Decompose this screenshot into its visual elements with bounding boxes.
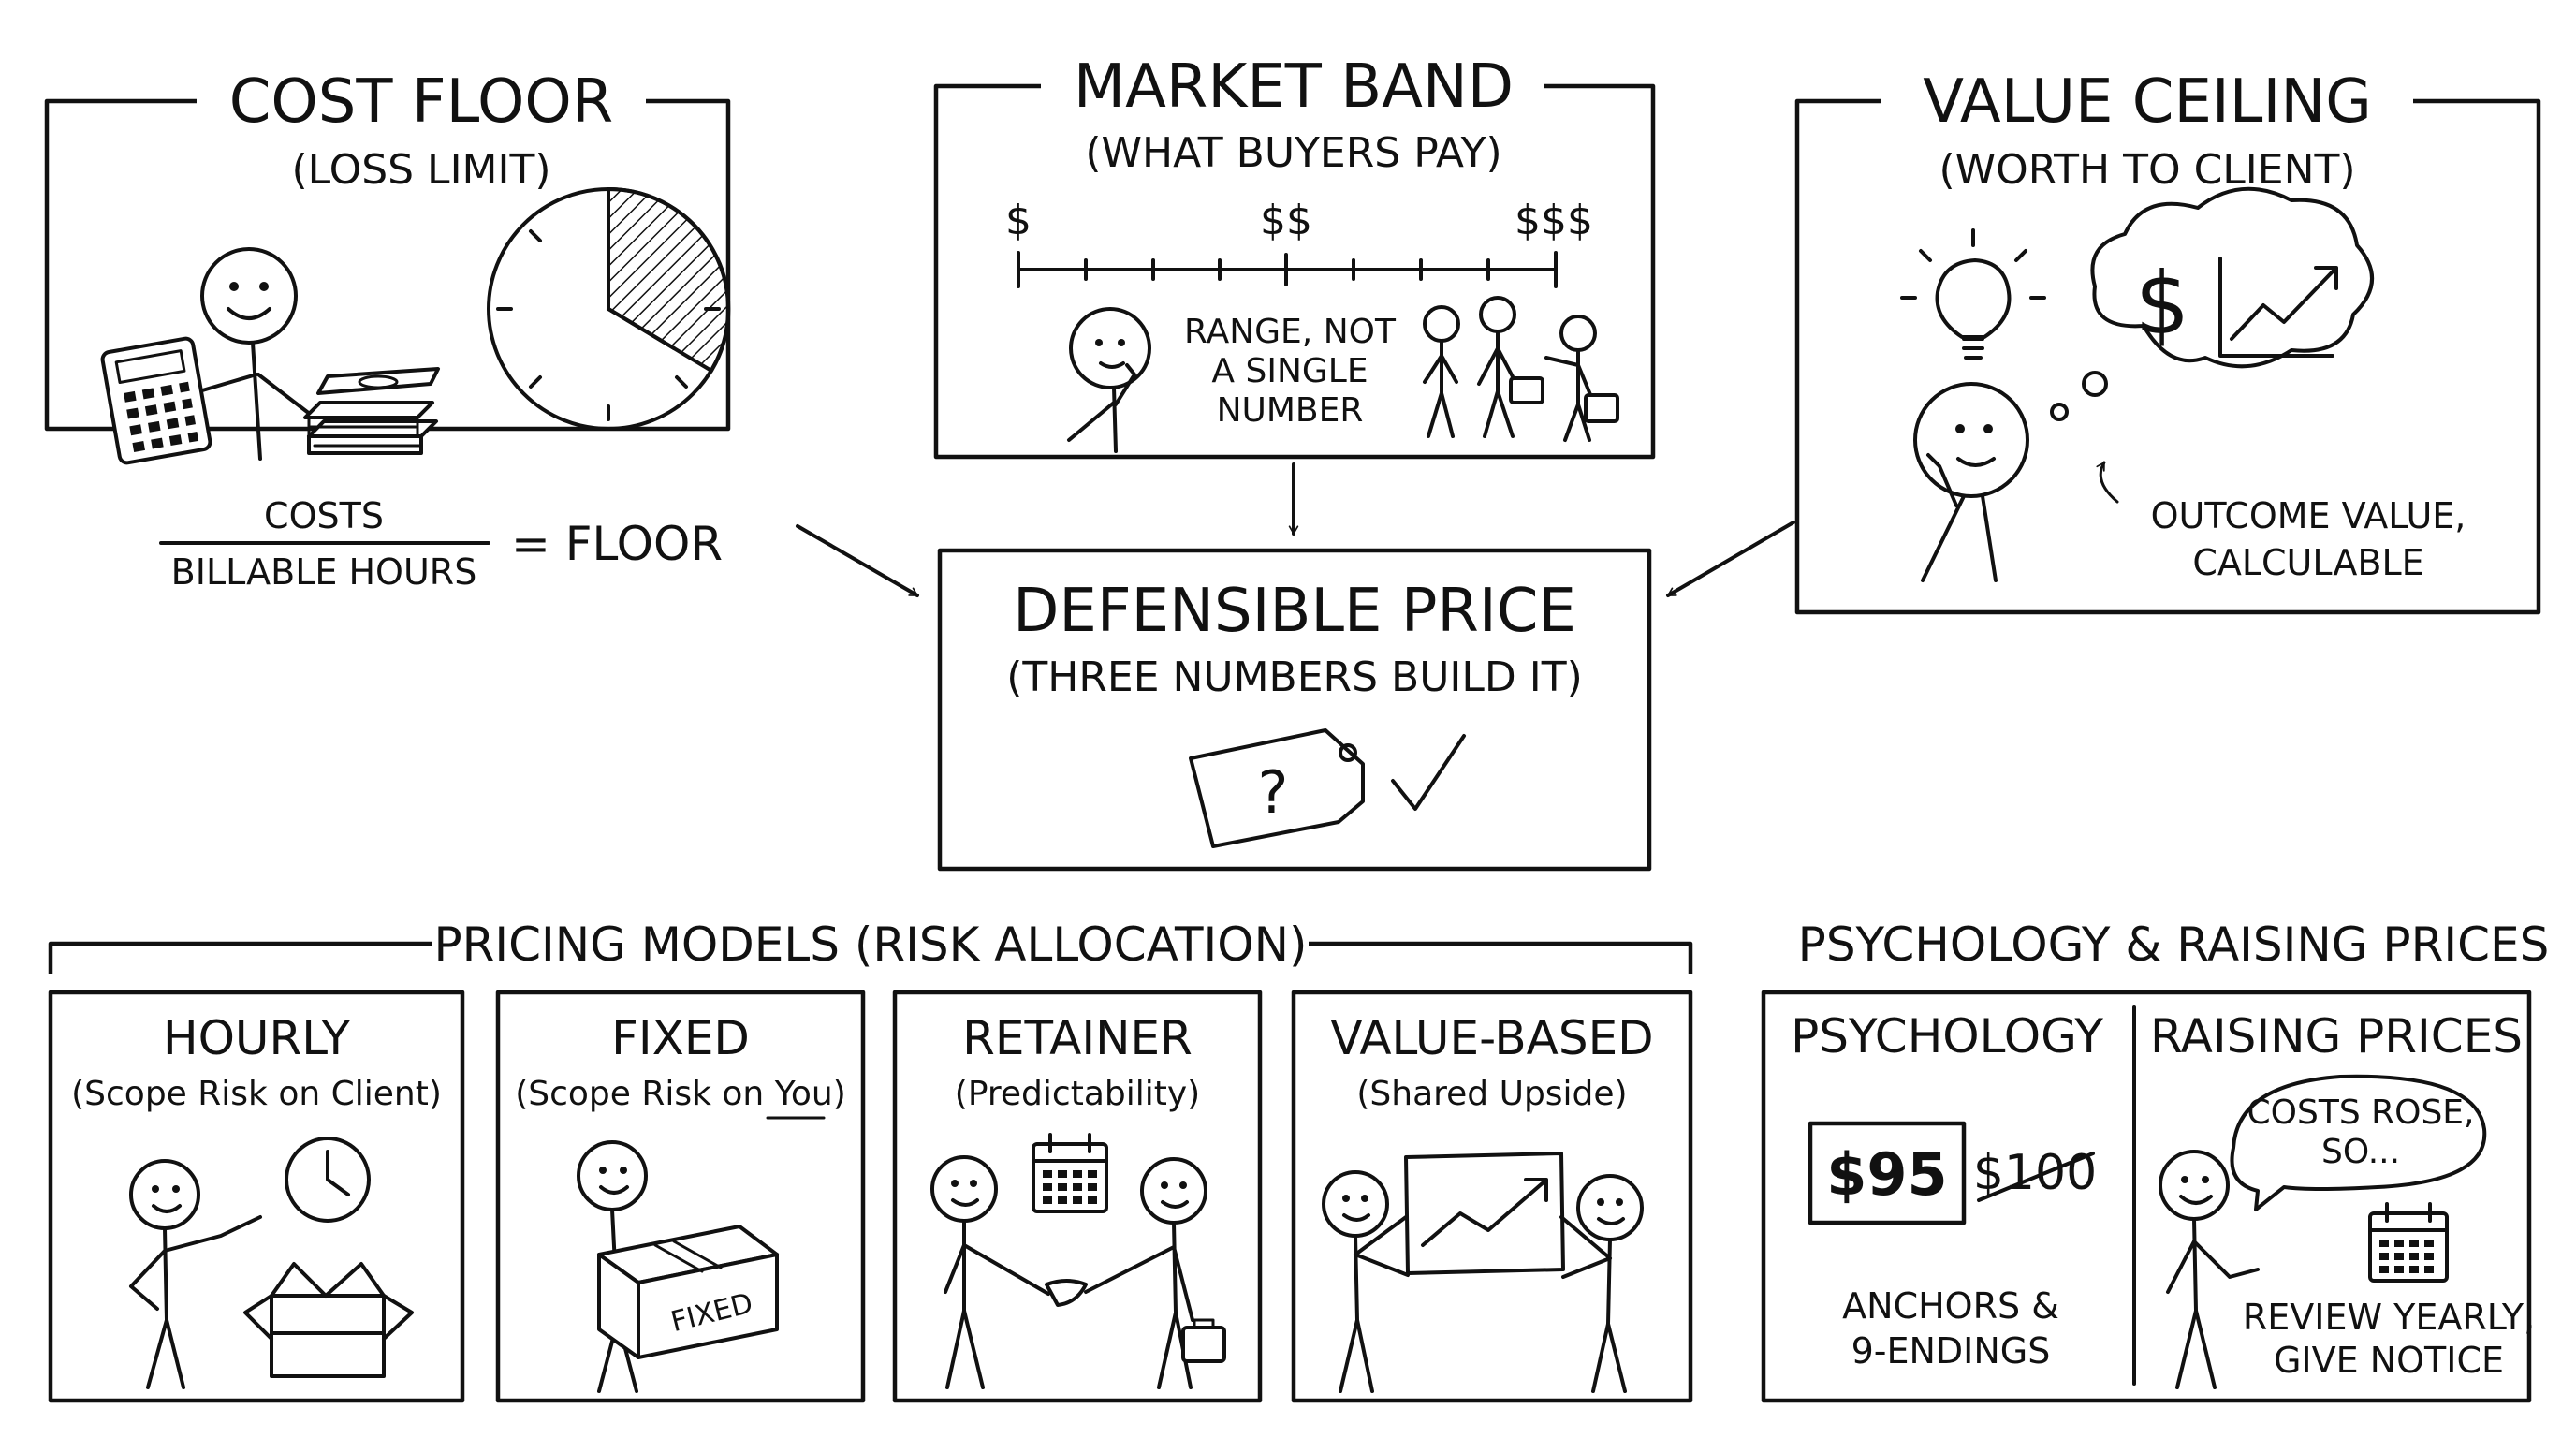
cash-stack-icon — [303, 367, 440, 455]
arrow-from-cost-floor — [796, 524, 919, 597]
psychology-title: PSYCHOLOGY — [1791, 1009, 2103, 1064]
range-note-line-3: NUMBER — [1217, 391, 1364, 430]
tick-mid: $$ — [1260, 197, 1312, 244]
fixed-subtitle: (Scope Risk on You) — [515, 1075, 846, 1113]
retainer-subtitle: (Predictability) — [955, 1075, 1200, 1113]
retainer-title: RETAINER — [962, 1011, 1193, 1065]
tick-low: $ — [1005, 197, 1032, 244]
cost-numerator: COSTS — [264, 495, 384, 536]
range-note-line-2: A SINGLE — [1211, 352, 1368, 390]
defensible-price-panel: DEFENSIBLE PRICE (THREE NUMBERS BUILD IT… — [937, 548, 1652, 872]
arrow-from-value-ceiling — [1666, 521, 1795, 597]
checkmark-icon — [1391, 734, 1466, 811]
raising-prices-title: RAISING PRICES — [2150, 1009, 2523, 1064]
pointing-person-icon — [129, 1159, 262, 1389]
value-dollar-symbol: $ — [2135, 254, 2190, 354]
cost-floor-panel: COST FLOOR (LOSS LIMIT) — [44, 67, 731, 593]
psychology-caption-line-2: 9-ENDINGS — [1852, 1330, 2051, 1372]
pondering-person-icon — [1913, 382, 2029, 582]
bubble-line-2: SO... — [2321, 1133, 2400, 1171]
tick-high: $$$ — [1515, 197, 1593, 244]
model-card-hourly: HOURLY (Scope Risk on Client) — [48, 990, 465, 1403]
pricing-models-heading: PRICING MODELS (RISK ALLOCATION) — [433, 917, 1307, 972]
buyers-group-icon — [1423, 296, 1619, 442]
price-box — [1808, 1121, 1967, 1225]
calendar-icon — [1032, 1133, 1108, 1213]
cost-floor-title: COST FLOOR — [229, 67, 614, 137]
fixed-box-icon: FIXED — [597, 1225, 779, 1359]
value-ceiling-title: VALUE CEILING — [1923, 67, 2372, 137]
defensible-price-title: DEFENSIBLE PRICE — [1013, 577, 1576, 646]
clock-icon — [285, 1137, 371, 1223]
value-based-title: VALUE-BASED — [1330, 1011, 1653, 1065]
cost-floor-subtitle: (LOSS LIMIT) — [291, 146, 550, 194]
lightbulb-icon — [1900, 228, 2046, 360]
growth-chart-icon — [1404, 1152, 1565, 1275]
bubble-line-1: COSTS ROSE, — [2247, 1093, 2475, 1132]
raising-caption-line-1: REVIEW YEARLY, — [2243, 1297, 2535, 1338]
value-ceiling-subtitle: (WORTH TO CLIENT) — [1939, 146, 2355, 194]
defensible-price-subtitle: (THREE NUMBERS BUILD IT) — [1006, 653, 1583, 701]
calculator-icon — [100, 336, 212, 465]
speaking-person-icon — [2159, 1150, 2260, 1389]
speech-bubble-icon: COSTS ROSE, SO... — [2230, 1074, 2487, 1211]
value-note-line-1: OUTCOME VALUE, — [2151, 495, 2466, 536]
fixed-title: FIXED — [611, 1011, 750, 1065]
cost-result: = FLOOR — [511, 517, 723, 571]
model-card-fixed: FIXED (Scope Risk on You) FIXED — [495, 990, 866, 1403]
cost-denominator: BILLABLE HOURS — [171, 551, 477, 593]
hourly-title: HOURLY — [163, 1011, 351, 1065]
price-tag-mark: ? — [1258, 758, 1289, 827]
open-box-icon — [243, 1262, 414, 1378]
calendar-icon — [2368, 1202, 2449, 1283]
value-based-subtitle: (Shared Upside) — [1356, 1075, 1627, 1113]
price-tag-icon: ? — [1189, 728, 1365, 848]
range-note-line-1: RANGE, NOT — [1184, 313, 1397, 351]
value-note-line-2: CALCULABLE — [2192, 542, 2423, 583]
psychology-section: PSYCHOLOGY & RAISING PRICES PSYCHOLOGY $… — [1761, 917, 2550, 1403]
price-old: $100 — [1973, 1145, 2097, 1201]
psychology-heading: PSYCHOLOGY & RAISING PRICES — [1798, 917, 2550, 972]
thinking-person-icon — [1067, 307, 1151, 453]
clock-icon — [487, 186, 731, 431]
model-card-value-based: VALUE-BASED (Shared Upside) — [1291, 990, 1693, 1403]
price-new: $95 — [1826, 1140, 1947, 1209]
value-ceiling-panel: VALUE CEILING (WORTH TO CLIENT) $ OUTCO — [1794, 67, 2541, 615]
pricing-models-section: PRICING MODELS (RISK ALLOCATION) HOURLY … — [48, 917, 1693, 1403]
hourly-subtitle: (Scope Risk on Client) — [71, 1075, 442, 1113]
strikethrough-line — [1977, 1152, 2095, 1202]
market-band-subtitle: (WHAT BUYERS PAY) — [1085, 129, 1501, 177]
raising-caption-line-2: GIVE NOTICE — [2274, 1340, 2504, 1381]
psychology-caption-line-1: ANCHORS & — [1842, 1285, 2059, 1327]
market-band-panel: MARKET BAND (WHAT BUYERS PAY) $ $$ $$$ R… — [933, 52, 1656, 460]
pointer-arrow — [2096, 461, 2119, 504]
model-card-retainer: RETAINER (Predictability) — [892, 990, 1263, 1403]
handshake-people-icon — [930, 1155, 1226, 1389]
stick-figure-icon — [191, 247, 316, 461]
market-band-title: MARKET BAND — [1074, 52, 1514, 122]
two-people-lifting-icon — [1322, 1170, 1644, 1393]
thought-bubble-icon: $ — [2050, 186, 2374, 421]
price-range-scale — [1017, 251, 1558, 288]
